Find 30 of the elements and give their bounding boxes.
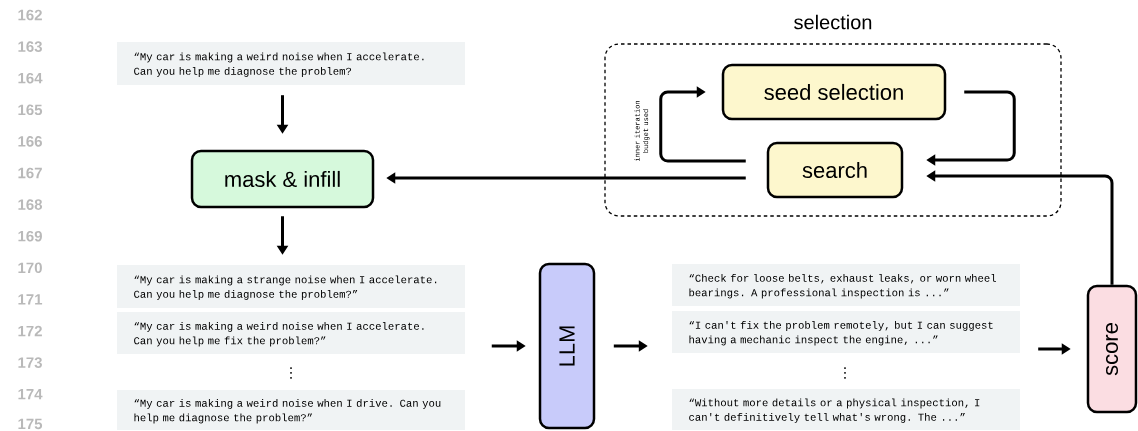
ellipsis: ⋮ [844,367,846,379]
text-snippet-box: “Check for loose belts, exhaust leaks, or worn wheel bearings. A professional inspection is ...” [672,264,1020,306]
line-number: 166 [18,136,42,147]
text-snippet-box: “My car is making a weird noise when I accelerate. Can you help me fix the problem?” [117,312,465,354]
process-box: score [1086,284,1138,414]
line-number: 172 [18,325,42,337]
line-number: 173 [18,357,42,368]
line-number: 171 [18,294,43,305]
arrow [659,86,746,163]
line-number: 164 [18,72,43,84]
group-title: selection [794,14,872,30]
line-number: 169 [18,230,42,242]
line-number: 175 [18,418,43,430]
line-number: 167 [18,167,42,179]
text-snippet-box: “I can't fix the problem remotely, but I can suggest having a mechanic inspect the engine, ...” [672,311,1020,353]
process-box: search [766,141,904,199]
line-number: 163 [18,41,42,52]
line-number: 162 [18,9,42,21]
text-snippet-box: “My car is making a weird noise when I accelerate. Can you help me diagnose the problem? [117,42,465,85]
line-number: 174 [18,389,43,400]
line-number: 170 [18,262,42,274]
process-box: seed selection [721,63,947,121]
text-snippet-box: “My car is making a strange noise when I accelerate. Can you help me diagnose the problem?” [117,265,465,308]
text-snippet-box: “My car is making a weird noise when I drive. Can you help me diagnose the problem?” [117,390,465,430]
ellipsis: ⋮ [290,367,292,379]
text-snippet-box: “Without more details or a physical inspection, I can't definitively tell what's wrong. The ...” [672,389,1020,430]
line-number: 165 [18,104,43,116]
model-box: LLM [538,262,596,430]
line-number: 168 [18,199,43,210]
process-box: mask & infill [190,149,375,209]
